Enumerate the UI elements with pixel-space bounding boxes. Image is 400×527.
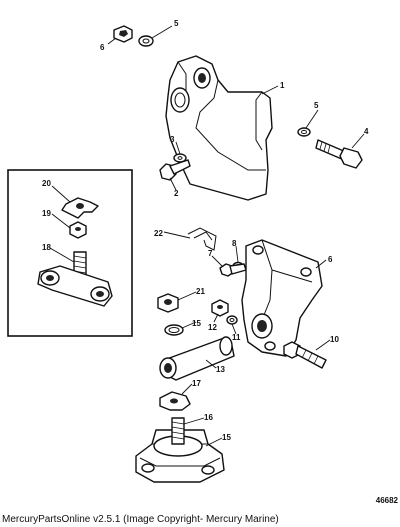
callout-18: 18 [42, 243, 51, 252]
callout-1: 1 [280, 81, 285, 90]
part-11-washer [226, 315, 238, 325]
callout-17: 17 [192, 379, 201, 388]
leader-lines [49, 25, 365, 447]
part-2-bolt [159, 159, 191, 181]
callout-5-right: 5 [314, 101, 319, 110]
callout-14: 15 [192, 319, 201, 328]
callout-8: 7 [208, 249, 213, 258]
part-21-hex-nut [157, 293, 179, 313]
callout-19: 19 [42, 209, 51, 218]
callout-12: 12 [208, 323, 217, 332]
part-5-lock-washer-right [297, 127, 311, 137]
callout-21: 21 [196, 287, 205, 296]
part-4-bolt [315, 139, 363, 169]
callout-16: 16 [204, 413, 213, 422]
callout-9: 8 [232, 239, 237, 248]
part-10-bolt [283, 341, 327, 369]
drawing-number: 46682 [375, 496, 398, 505]
callout-2: 2 [174, 189, 179, 198]
part-19-nut [69, 221, 87, 239]
part-20-tab-washer [61, 197, 99, 219]
callout-labels: 6 5 1 5 4 3 2 20 19 18 22 8 7 6 21 12 11… [42, 19, 369, 442]
part-8-bolt [219, 263, 247, 277]
part-13-shaft [159, 336, 235, 381]
part-22-clip [187, 227, 217, 251]
callout-15: 15 [222, 433, 231, 442]
part-17-tab-washer [159, 391, 191, 411]
callout-13: 13 [216, 365, 225, 374]
copyright-footer: MercuryPartsOnline v2.5.1 (Image Copyrig… [2, 514, 279, 525]
callout-5-top: 5 [174, 19, 179, 28]
inset-box [7, 169, 133, 337]
callout-4: 4 [364, 127, 369, 136]
callout-20: 20 [42, 179, 51, 188]
part-18-link-arm [37, 251, 113, 307]
callout-3: 3 [170, 135, 175, 144]
part-5-lock-washer [138, 35, 154, 47]
part-6-hex-nut [113, 25, 133, 43]
part-7-lower-bracket [241, 239, 323, 357]
callout-11: 11 [232, 333, 241, 342]
part-16-stud [171, 417, 185, 445]
callout-22: 22 [154, 229, 163, 238]
callout-10: 10 [330, 335, 339, 344]
part-1-upper-bracket [165, 55, 273, 201]
callout-6: 6 [100, 43, 105, 52]
callout-7: 6 [328, 255, 333, 264]
part-12-nut [211, 299, 229, 317]
part-14-lock-washer [164, 324, 184, 336]
